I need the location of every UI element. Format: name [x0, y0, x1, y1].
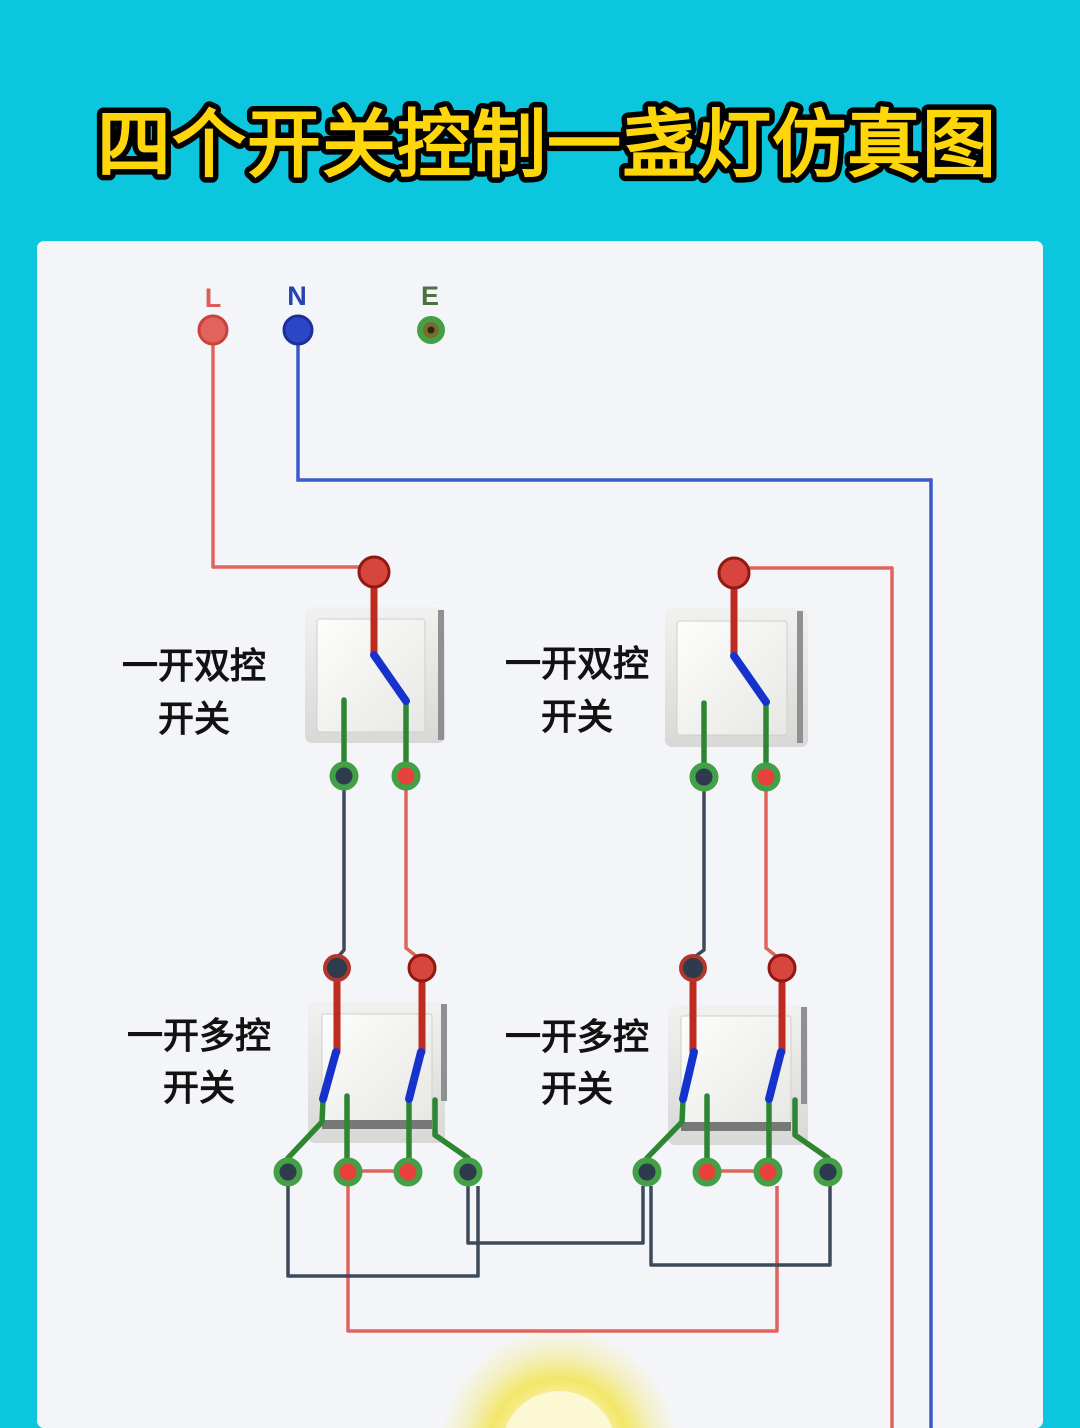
terminal-mc-left-4[interactable]: [453, 1157, 483, 1187]
label-multi-control-left-line1: 一开多控: [127, 1015, 271, 1056]
contact-green-mc-right-4: [792, 1097, 831, 1161]
page-title: 四个开关控制一盏灯仿真图: [97, 103, 997, 186]
lamp-glow: [440, 1328, 678, 1428]
earth-terminal-pin: [427, 326, 435, 334]
label-multi-control-right-line2: 开关: [541, 1068, 613, 1109]
terminal-dc-left-1[interactable]: [329, 761, 359, 791]
terminal-dc-left-2[interactable]: [391, 761, 421, 791]
wire-traveler-dark-bottom: [466, 1186, 645, 1245]
switch-body-bottom-bar: [322, 1120, 432, 1129]
source-terminals: L N E: [197, 281, 445, 346]
label-double-control-left-line1: 一开双控: [122, 645, 266, 686]
label-double-control-left-line2: 开关: [158, 698, 230, 739]
terminal-mc-left-2[interactable]: [333, 1157, 363, 1187]
ball-terminal-dc-left[interactable]: [357, 555, 391, 589]
label-multi-control-right-line1: 一开多控: [505, 1016, 649, 1057]
wire-switch2-to-lamp: [749, 566, 894, 1428]
lever-dc-right[interactable]: [730, 652, 770, 706]
live-terminal[interactable]: [197, 314, 229, 346]
ball-terminal-mc-right-dark[interactable]: [679, 954, 707, 982]
label-multi-control-left-line2: 开关: [163, 1067, 235, 1108]
live-label: L: [205, 283, 222, 313]
ball-terminal-mc-left-red[interactable]: [407, 953, 437, 983]
label-double-control-right-line1: 一开双控: [505, 643, 649, 684]
neutral-terminal[interactable]: [282, 314, 314, 346]
lamp-bulb[interactable]: [502, 1391, 616, 1428]
lever-mc-left-2[interactable]: [405, 1048, 425, 1103]
ball-terminal-mc-right-red[interactable]: [767, 953, 797, 983]
lever-mc-right-2[interactable]: [765, 1048, 785, 1103]
wire-live-feed: [211, 336, 359, 569]
terminal-dc-right-2[interactable]: [751, 762, 781, 792]
neutral-label: N: [287, 281, 307, 311]
contact-green-mc-right-1: [644, 1097, 686, 1161]
terminal-mc-right-1[interactable]: [632, 1157, 662, 1187]
wire-neutral: [296, 336, 933, 1428]
switch-body-bottom-bar: [681, 1122, 791, 1131]
contact-green-mc-left-4: [432, 1097, 471, 1161]
lamp[interactable]: [439, 1328, 679, 1428]
switch-body-shadow-edge: [438, 610, 444, 740]
wire-traveler-red-bottom: [346, 1186, 779, 1333]
terminal-dc-right-1[interactable]: [689, 762, 719, 792]
lever-mc-right-1[interactable]: [679, 1048, 698, 1103]
lever-mc-left-1[interactable]: [319, 1048, 340, 1103]
terminal-mc-right-3[interactable]: [753, 1157, 783, 1187]
switch-double-control-right[interactable]: [665, 608, 808, 747]
switch-body-shadow-edge: [797, 611, 803, 743]
switch-body-shadow-edge: [441, 1004, 447, 1101]
lever-dc-left[interactable]: [370, 651, 410, 705]
ball-terminal-dc-right[interactable]: [717, 556, 751, 590]
switch-body-shadow-edge: [801, 1007, 807, 1104]
terminal-mc-left-3[interactable]: [393, 1157, 423, 1187]
earth-label: E: [421, 281, 439, 311]
jumper-dark-right: [649, 1186, 832, 1267]
terminal-mc-right-2[interactable]: [692, 1157, 722, 1187]
ball-terminal-mc-left-dark[interactable]: [323, 954, 351, 982]
terminal-mc-left-1[interactable]: [273, 1157, 303, 1187]
contact-green-mc-left-1: [285, 1097, 326, 1161]
terminal-mc-right-4[interactable]: [813, 1157, 843, 1187]
label-double-control-right-line2: 开关: [541, 696, 613, 737]
jumper-dark-left: [286, 1186, 480, 1278]
